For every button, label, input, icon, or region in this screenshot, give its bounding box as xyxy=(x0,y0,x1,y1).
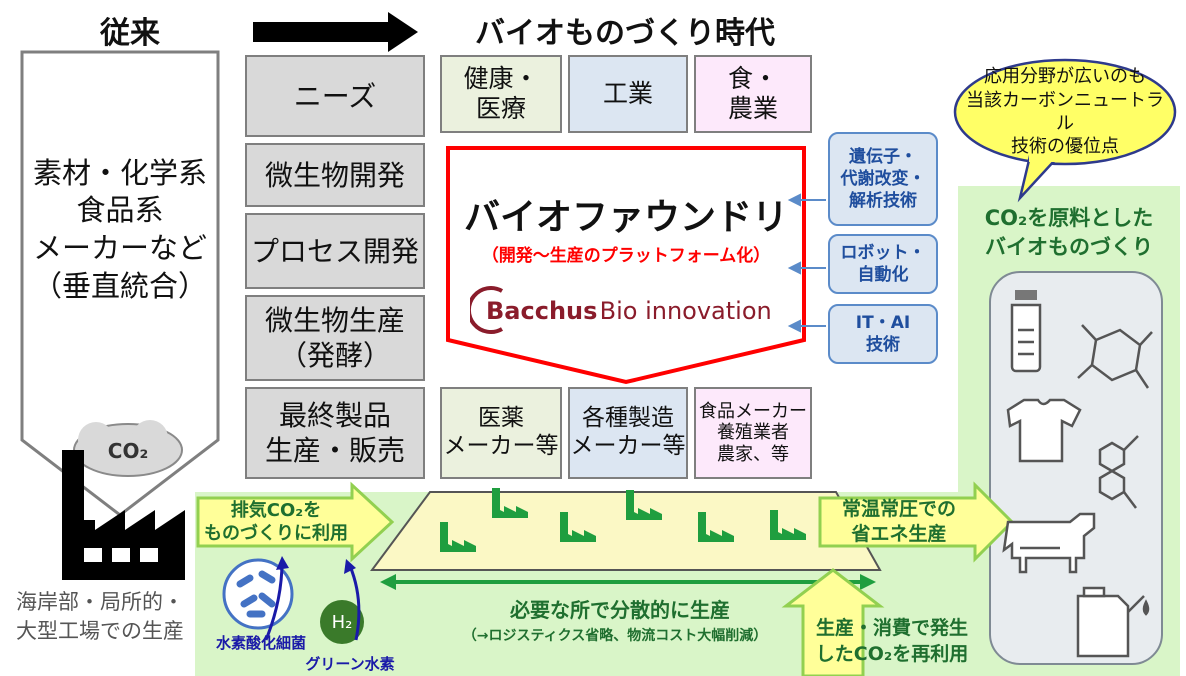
product-icons xyxy=(1002,290,1153,658)
step-process-dev: プロセス開発 xyxy=(245,213,425,289)
speech-bubble-text: 応用分野が広いのも 当該カーボンニュートラル 技術の優位点 xyxy=(966,66,1164,158)
ambient-arrow xyxy=(818,481,1015,563)
h2-circle-icon xyxy=(320,600,364,644)
fuel-can-icon xyxy=(1076,586,1150,658)
factory-caption: 海岸部・局所的・ 大型工場での生産 xyxy=(16,589,184,643)
green-hydrogen-label: グリーン水素 xyxy=(305,654,395,673)
green-factory-icon xyxy=(698,512,734,542)
bacteria-label: 水素酸化細菌 xyxy=(215,633,306,652)
co2-cloud-label: CO₂ xyxy=(107,439,149,463)
green-factories xyxy=(440,488,806,552)
domain-health: 健康・ 医療 xyxy=(440,55,562,133)
exhaust-arrow xyxy=(196,481,395,563)
ambient-arrow-text: 常温常圧での 省エネ生産 xyxy=(841,498,956,545)
tshirt-icon xyxy=(1006,398,1082,463)
foundry-subtitle: （開発～生産のプラットフォーム化） xyxy=(481,245,771,266)
header-conventional: 従来 xyxy=(100,16,160,51)
tech-genetic: 遺伝子・ 代謝改変・ 解析技術 xyxy=(828,132,938,226)
reuse-arrow xyxy=(781,568,885,676)
logo-bold-text: Bacchus xyxy=(486,297,598,325)
distributed-arrow-right-icon xyxy=(860,574,876,590)
cow-icon xyxy=(1002,512,1096,574)
bacchus-logo-mark-icon xyxy=(470,286,504,334)
h2-curve-arrow xyxy=(348,565,361,641)
header-bio-era: バイオものづくり時代 xyxy=(475,16,775,51)
step-needs: ニーズ xyxy=(245,55,425,137)
h2-curve-arrowhead-icon xyxy=(344,559,356,574)
green-factory-icon xyxy=(770,510,806,540)
conventional-arrow xyxy=(20,50,220,517)
bacteria-curve-arrowhead-icon xyxy=(276,556,289,570)
tech-robot: ロボット・ 自動化 xyxy=(828,234,938,294)
molecule-icon xyxy=(1077,324,1153,389)
distributed-main-text: 必要な所で分散的に生産 xyxy=(510,597,730,622)
hexagon-molecule-icon xyxy=(1098,435,1139,509)
foundry-title: バイオファウンドリ xyxy=(463,197,788,238)
bacchus-logo: Bacchus Bio innovation xyxy=(470,285,790,335)
logo-rest-text: Bio innovation xyxy=(592,297,772,325)
maker-pharma: 医薬 メーカー等 xyxy=(440,387,562,479)
domain-food-agri: 食・ 農業 xyxy=(694,55,812,133)
step-fermentation: 微生物生産 （発酵） xyxy=(245,295,425,381)
step-microbe-dev: 微生物開発 xyxy=(245,143,425,207)
side-tech-arrows xyxy=(787,193,826,333)
speech-bubble-joint xyxy=(1029,150,1059,162)
factory-icon xyxy=(62,450,185,580)
exhaust-arrow-text: 排気CO₂を ものづくりに利用 xyxy=(204,499,348,544)
distributed-arrow-left-icon xyxy=(380,574,396,590)
bottle-icon xyxy=(1010,290,1042,373)
maker-food-farm: 食品メーカー 養殖業者 農家、等 xyxy=(694,387,812,479)
distributed-sub-text: （→ロジスティクス省略、物流コスト大幅削減） xyxy=(462,628,768,644)
step-final-product: 最終製品 生産・販売 xyxy=(245,387,425,479)
green-factory-icon xyxy=(560,512,596,542)
co2-panel-title: CO₂を原料とした バイオものづくり xyxy=(984,205,1154,259)
domain-industry: 工業 xyxy=(568,55,688,133)
reuse-arrow-text: 生産・消費で発生 したCO₂を再利用 xyxy=(815,617,969,665)
h2-symbol: H₂ xyxy=(331,611,353,633)
foundry-shape xyxy=(446,146,806,385)
speech-bubble-shape xyxy=(953,58,1177,166)
maker-manufacturing: 各種製造 メーカー等 xyxy=(568,387,688,479)
tech-it-ai: IT・AI 技術 xyxy=(828,304,938,364)
header-arrow-icon xyxy=(253,12,418,52)
green-factory-icon xyxy=(440,522,476,552)
green-factory-icon xyxy=(492,488,528,518)
green-factory-icon xyxy=(626,490,662,520)
conventional-text: 素材・化学系 食品系 メーカーなど （垂直統合） xyxy=(32,155,207,303)
